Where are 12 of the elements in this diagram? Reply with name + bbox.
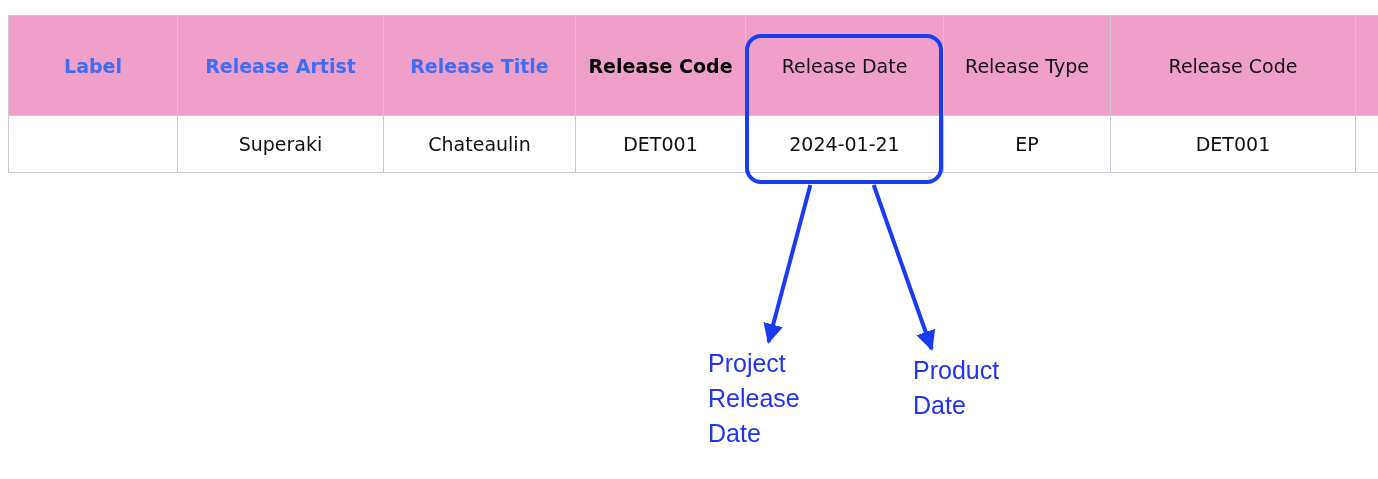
highlight-frame (745, 34, 943, 184)
header-cell: Release Code (1110, 15, 1356, 116)
header-cell: Release Code (575, 15, 746, 116)
header-cell: Label (8, 15, 178, 116)
header-cell: Release Type (943, 15, 1111, 116)
header-cell: Release Date (745, 15, 944, 116)
annotation-text: Product Date (913, 353, 1023, 423)
annotation-text: Project Release Date (708, 346, 818, 451)
arrow (763, 184, 813, 344)
header-cell: Release Title (383, 15, 576, 116)
arrow (871, 184, 936, 351)
header-cell: Release Artist (177, 15, 384, 116)
